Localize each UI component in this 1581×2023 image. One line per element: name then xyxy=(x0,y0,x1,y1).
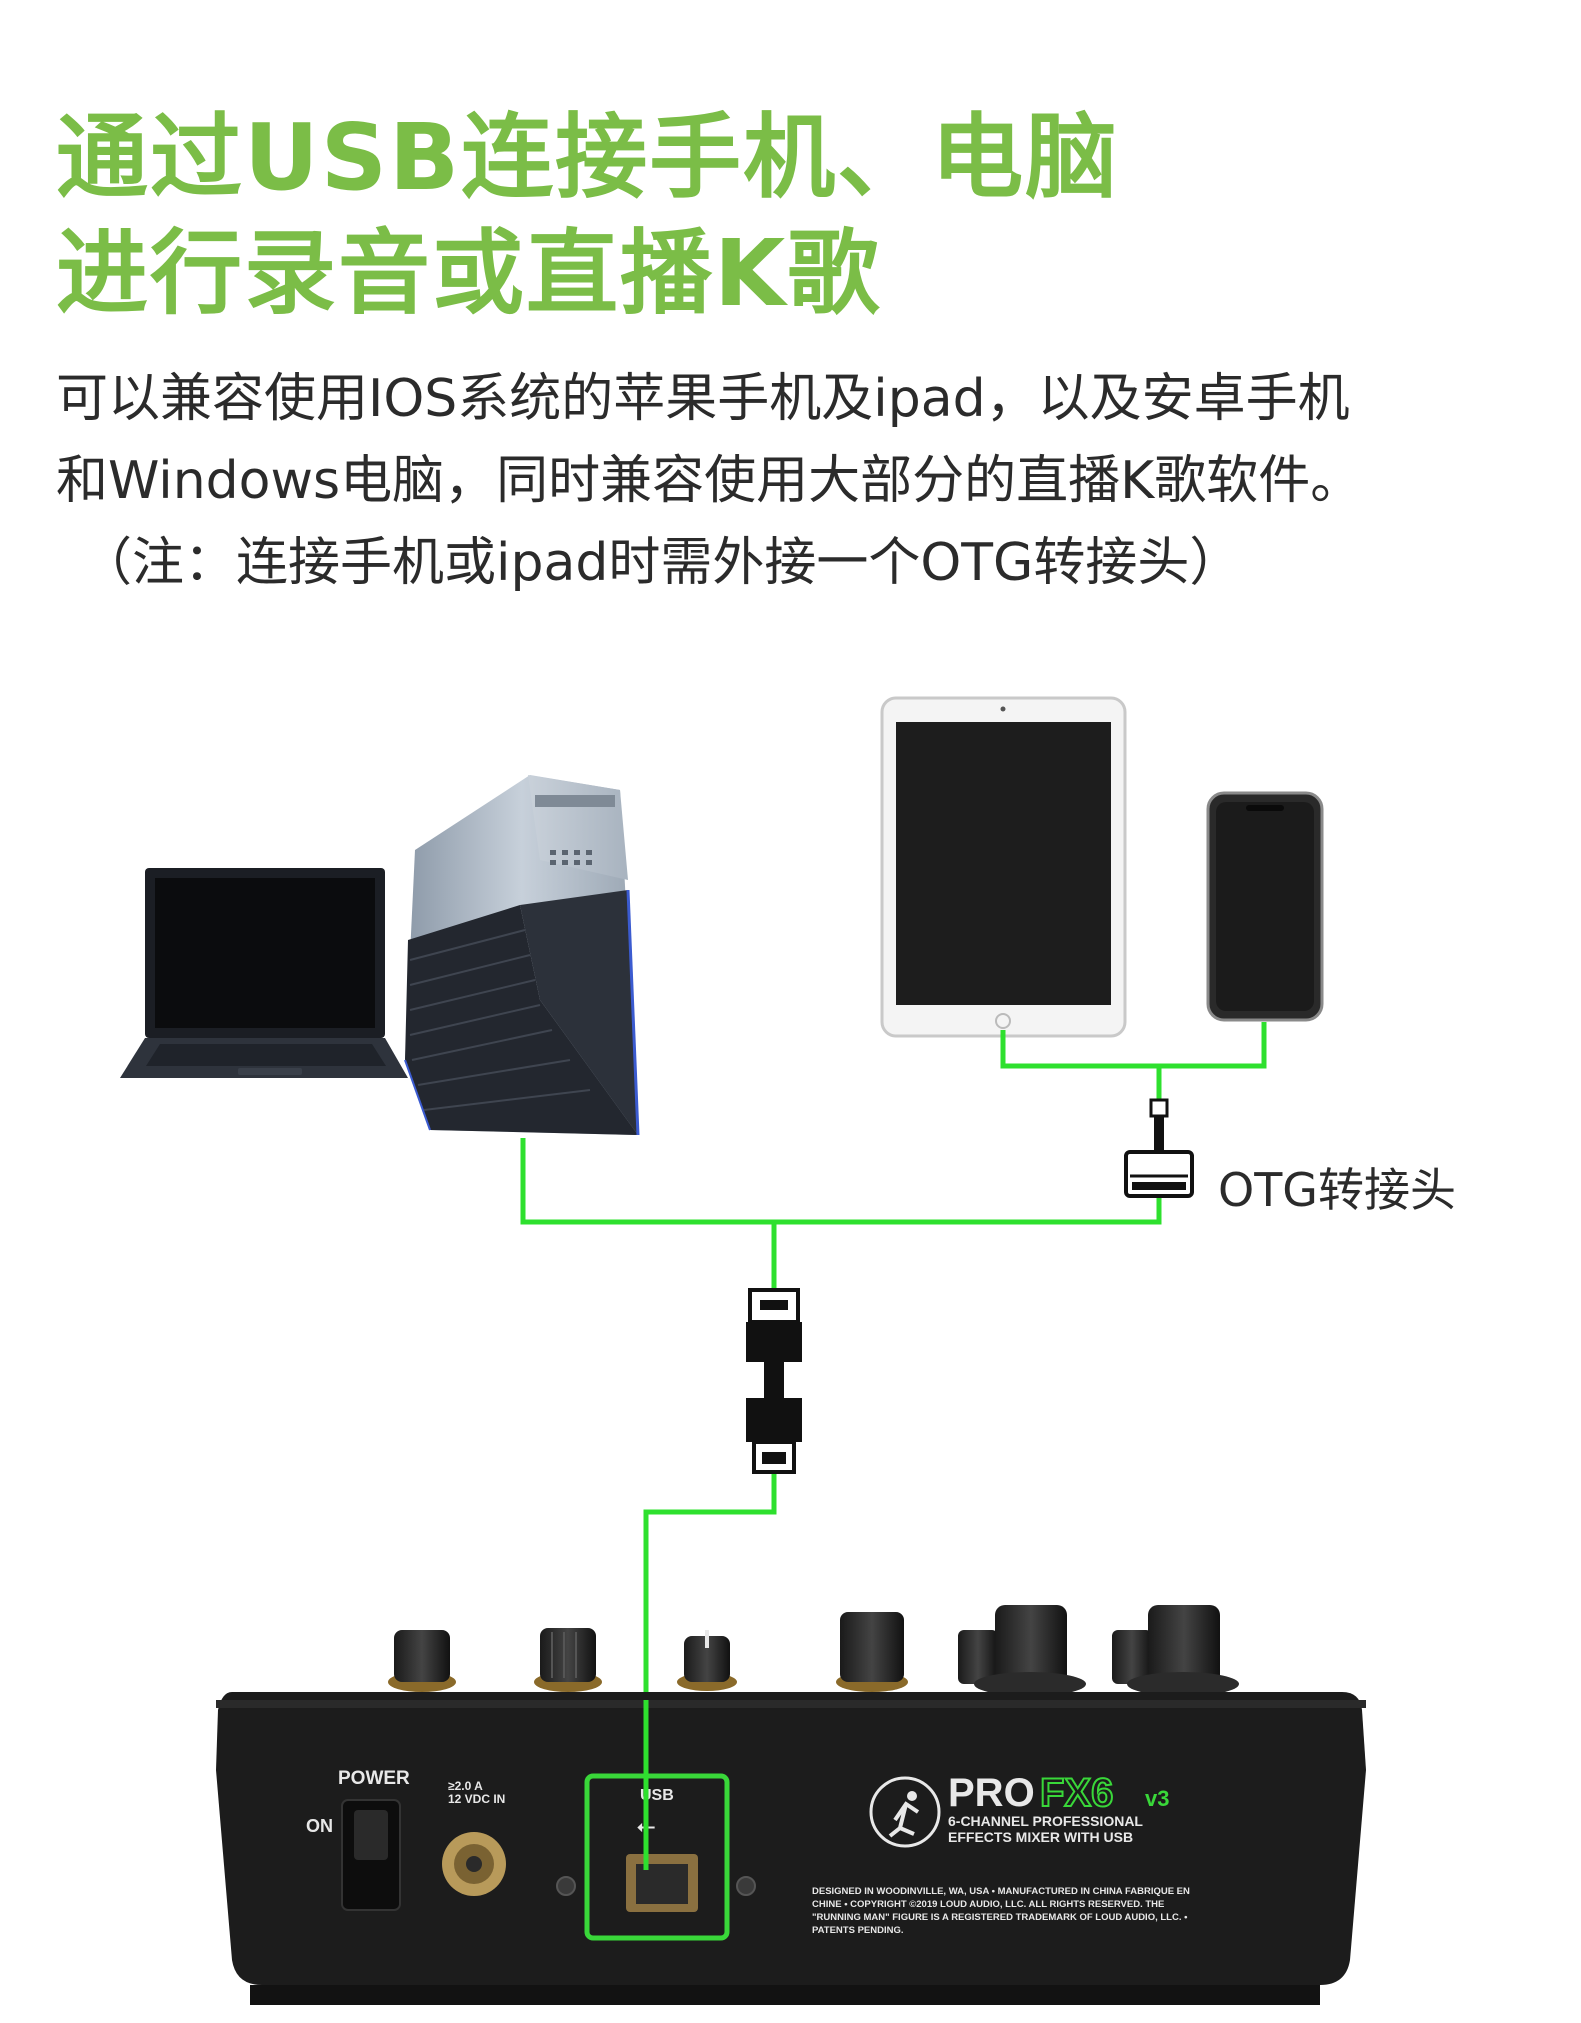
otg-adapter-icon xyxy=(1124,1098,1194,1198)
description-line-1: 可以兼容使用IOS系统的苹果手机及ipad，以及安卓手机 xyxy=(56,369,1350,429)
description: 可以兼容使用IOS系统的苹果手机及ipad，以及安卓手机 和Windows电脑，… xyxy=(56,358,1362,604)
usb-cable-connector-icon xyxy=(746,1288,802,1474)
mixer-dc-line-1: ≥2.0 A xyxy=(448,1779,483,1793)
mixer-brand-pro: PRO xyxy=(948,1771,1035,1815)
mixer-dc-line-2: 12 VDC IN xyxy=(448,1792,505,1806)
headline-line-2: 进行录音或直播K歌 xyxy=(56,220,882,327)
mixer-legal-4: PATENTS PENDING. xyxy=(812,1925,904,1936)
mixer-on-label: ON xyxy=(306,1816,333,1836)
laptop-icon xyxy=(120,868,408,1078)
mixer-subtitle-1: 6-CHANNEL PROFESSIONAL xyxy=(948,1813,1143,1829)
otg-adapter-label: OTG转接头 xyxy=(1218,1163,1456,1217)
mixer-legal-2: CHINE • COPYRIGHT ©2019 LOUD AUDIO, LLC.… xyxy=(812,1899,1164,1910)
usb-cable-lines xyxy=(520,1022,1267,1870)
mixer-legal-3: "RUNNING MAN" FIGURE IS A REGISTERED TRA… xyxy=(812,1912,1188,1923)
mixer-device: POWER ON ≥2.0 A 12 VDC IN USB ⭠ PRO FX6 … xyxy=(216,1605,1366,2005)
mackie-running-man-logo xyxy=(869,1776,941,1848)
description-note: （注：连接手机或ipad时需外接一个OTG转接头） xyxy=(80,533,1242,593)
mixer-power-label: POWER xyxy=(338,1768,410,1789)
tablet-icon xyxy=(880,696,1127,1038)
mixer-brand-fx: FX6 xyxy=(1040,1771,1113,1815)
usb-port-highlight xyxy=(584,1773,730,1941)
smartphone-icon xyxy=(1206,791,1324,1022)
mixer-subtitle-2: EFFECTS MIXER WITH USB xyxy=(948,1829,1133,1845)
description-line-2: 和Windows电脑，同时兼容使用大部分的直播K歌软件。 xyxy=(56,451,1363,511)
mixer-brand-version: v3 xyxy=(1145,1786,1169,1811)
mixer-legal-1: DESIGNED IN WOODINVILLE, WA, USA • MANUF… xyxy=(812,1886,1190,1897)
mixer-knobs xyxy=(388,1605,1239,1696)
headline: 通过USB连接手机、电脑 进行录音或直播K歌 xyxy=(56,100,1119,332)
headline-line-1: 通过USB连接手机、电脑 xyxy=(56,104,1120,211)
desktop-tower-icon xyxy=(404,775,640,1136)
